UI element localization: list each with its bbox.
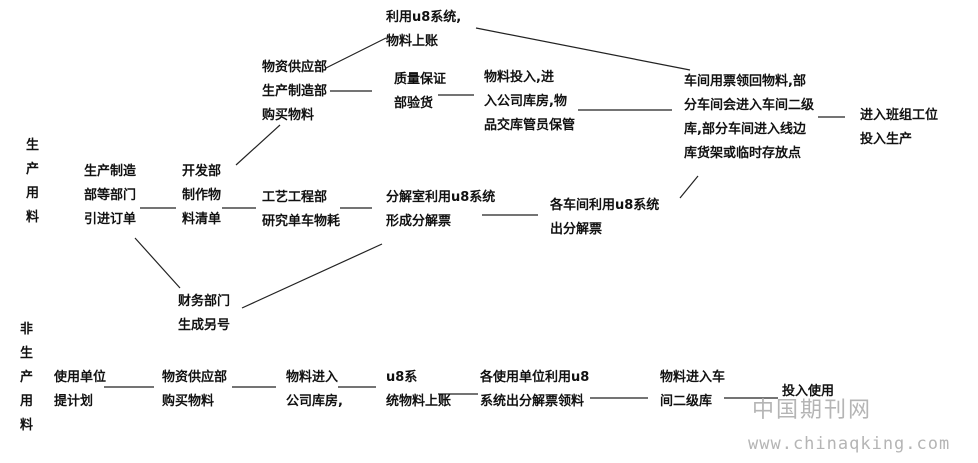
node-decompose: 分解室利用u8系统 形成分解票 (386, 190, 496, 229)
node-supply-dept: 物资供应部 生产制造部 购买物料 (262, 60, 328, 123)
node-process-dept: 工艺工程部 研究单车物耗 (262, 190, 341, 229)
side-label-non-production: 非生产用料 (20, 322, 34, 433)
node-team-station: 进入班组工位 投入生产 (860, 108, 939, 147)
node-np-supply: 物资供应部 购买物料 (162, 370, 228, 409)
node-quality-check: 质量保证 部验货 (394, 72, 447, 111)
node-workshop-collect: 车间用票领回物料,部 分车间会进入车间二级 库,部分车间进入线边 库货架或临时存… (684, 74, 815, 161)
node-dev-dept: 开发部 制作物 料清单 (182, 164, 222, 227)
line-u8top-to-workshop (475, 27, 691, 71)
node-np-workshop: 物料进入车 间二级库 (660, 370, 726, 409)
node-np-issue: 各使用单位利用u8 系统出分解票领料 (480, 370, 590, 409)
line-dev-to-supply (235, 124, 281, 166)
line-workshopu8-to-workshop (679, 175, 699, 199)
line-mfg-to-finance (134, 237, 181, 289)
node-np-u8: u8系 统物料上账 (386, 370, 452, 409)
node-finance: 财务部门 生成另号 (178, 294, 231, 333)
watermark-url: www.chinaqking.com (748, 434, 951, 454)
node-np-use: 投入使用 (782, 384, 835, 399)
node-np-user: 使用单位 提计划 (54, 370, 107, 409)
node-mfg-order: 生产制造 部等部门 引进订单 (84, 164, 137, 227)
watermark-cn: 中国期刊网 (752, 398, 873, 423)
node-u8-ledger: 利用u8系统, 物料上账 (386, 10, 462, 49)
node-storage: 物料投入,进 入公司库房,物 品交库管员保管 (484, 70, 576, 133)
side-label-production: 生产用料 (26, 138, 40, 225)
node-np-storage: 物料进入 公司库房, (286, 370, 343, 409)
line-finance-to-decompose (241, 243, 383, 309)
node-workshop-u8: 各车间利用u8系统 出分解票 (550, 198, 660, 237)
line-supply-to-u8top (325, 37, 387, 69)
